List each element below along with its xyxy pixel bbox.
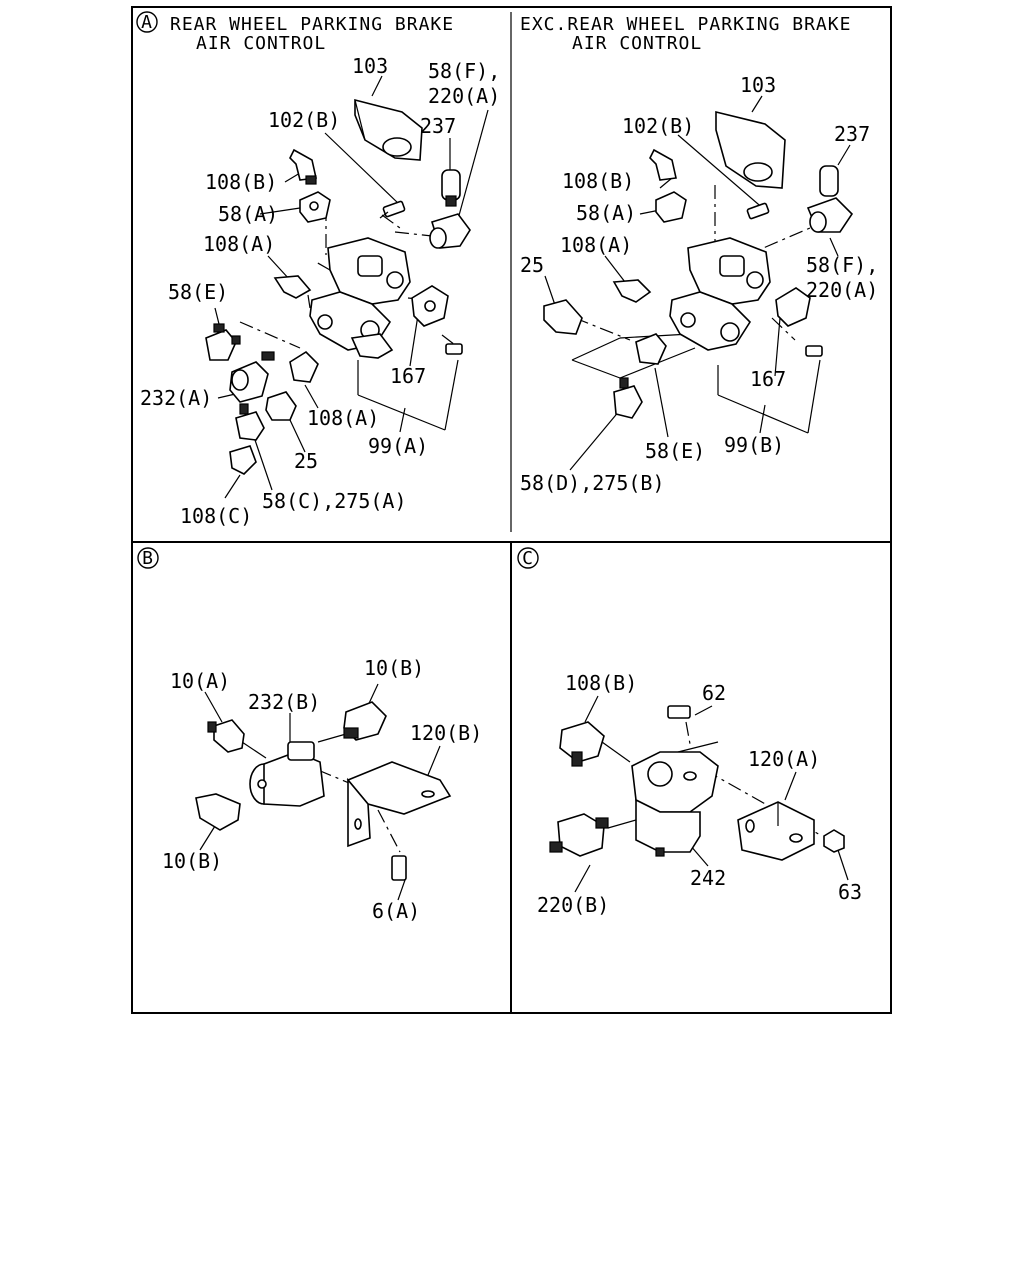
- section-a-part-cover-103: [354, 98, 423, 161]
- label-108a: 108(A): [203, 232, 275, 256]
- label-25: 25: [294, 449, 318, 473]
- section-a-exc-part-108b: [649, 148, 677, 181]
- section-a-part-99a-bolt: [445, 343, 463, 355]
- section-a-exc-part-102b-bolt: [746, 202, 770, 220]
- section-a-part-102b-bolt: [379, 200, 406, 219]
- section-a-exc-part-237: [819, 165, 839, 197]
- section-a-title-line2: AIR CONTROL: [196, 33, 326, 54]
- exc-label-99b: 99(B): [724, 433, 784, 457]
- section-a-exc: EXC.REAR WHEEL PARKING BRAKE AIR CONTROL: [520, 14, 878, 495]
- exc-label-58e: 58(E): [645, 439, 705, 463]
- c-label-63: 63: [838, 880, 862, 904]
- section-b-part-10b-top: [343, 701, 387, 741]
- section-a-part-108c: [229, 445, 257, 475]
- label-58a: 58(A): [218, 202, 278, 226]
- label-58f: 58(F),: [428, 59, 500, 83]
- section-a-title-line1: REAR WHEEL PARKING BRAKE: [170, 14, 454, 35]
- section-a-part-valve-body: [309, 237, 411, 359]
- b-label-232b: 232(B): [248, 690, 320, 714]
- exc-label-58a: 58(A): [576, 201, 636, 225]
- label-58e: 58(E): [168, 280, 228, 304]
- section-c-badge: C: [522, 548, 534, 569]
- section-a-exc-part-167-bracket: [775, 287, 811, 327]
- b-label-10b: 10(B): [162, 849, 222, 873]
- section-a-part-108b: [289, 148, 317, 185]
- section-c-part-62-bolt: [667, 705, 691, 719]
- label-232a: 232(A): [140, 386, 212, 410]
- section-a-exc-title-line2: AIR CONTROL: [572, 33, 702, 54]
- section-b-badge-circle: [137, 547, 159, 569]
- b-label-6a: 6(A): [372, 899, 420, 923]
- exc-label-167: 167: [750, 367, 786, 391]
- section-a-badge-circle: [136, 11, 158, 33]
- section-b-badge: B: [142, 548, 154, 569]
- section-a-part-232a: [229, 351, 275, 403]
- section-b-part-6a-bolt: [391, 855, 407, 881]
- section-a-exc-part-58a: [655, 191, 687, 223]
- section-a-part-108a-lower: [289, 350, 319, 383]
- label-99a: 99(A): [368, 434, 428, 458]
- section-a-exc-part-99b-bolt: [805, 345, 823, 357]
- exc-label-25: 25: [520, 253, 544, 277]
- section-a-exc-part-108a: [612, 279, 652, 303]
- section-a-part-58a: [299, 191, 331, 223]
- section-a: A REAR WHEEL PARKING BRAKE AIR CONTROL: [136, 11, 500, 528]
- c-label-242: 242: [690, 866, 726, 890]
- section-b-part-10b-elbow: [195, 793, 241, 831]
- section-a-part-25: [265, 391, 297, 421]
- label-220a: 220(A): [428, 84, 500, 108]
- exc-label-102b: 102(B): [622, 114, 694, 138]
- exc-label-108a: 108(A): [560, 233, 632, 257]
- label-58c-275a: 58(C),275(A): [262, 489, 407, 513]
- section-a-badge: A: [141, 12, 153, 33]
- section-a-exc-part-cover-103: [715, 110, 786, 189]
- section-c-part-242-valve: [631, 751, 719, 857]
- section-a-exc-title-line1: EXC.REAR WHEEL PARKING BRAKE: [520, 14, 851, 35]
- label-167: 167: [390, 364, 426, 388]
- section-a-part-237: [441, 169, 461, 207]
- exc-label-58f: 58(F),: [806, 253, 878, 277]
- section-a-exc-part-valve-body: [669, 237, 771, 351]
- exc-label-103: 103: [740, 73, 776, 97]
- label-108c: 108(C): [180, 504, 252, 528]
- b-label-120b: 120(B): [410, 721, 482, 745]
- label-103: 103: [352, 54, 388, 78]
- section-a-part-167-bracket: [411, 285, 449, 327]
- c-label-220b: 220(B): [537, 893, 609, 917]
- label-108b: 108(B): [205, 170, 277, 194]
- section-a-exc-part-58d: [613, 377, 643, 419]
- label-102b: 102(B): [268, 108, 340, 132]
- section-b-part-232b: [249, 741, 325, 807]
- section-c-badge-circle: [517, 547, 539, 569]
- label-108a-lower: 108(A): [307, 406, 379, 430]
- c-label-120a: 120(A): [748, 747, 820, 771]
- section-c-part-120a-bracket: [737, 801, 815, 861]
- section-b: B: [137, 547, 482, 923]
- section-a-exc-part-220a: [806, 197, 854, 233]
- section-a-part-58e: [205, 323, 241, 361]
- section-a-part-58c: [235, 403, 265, 441]
- section-b-part-120b-bracket: [346, 761, 452, 848]
- c-label-62: 62: [702, 681, 726, 705]
- section-c-part-63-nut: [823, 829, 845, 853]
- c-label-108b: 108(B): [565, 671, 637, 695]
- section-c-part-108b: [559, 721, 605, 767]
- section-a-part-108a-elbow: [273, 275, 312, 299]
- b-label-10b-top: 10(B): [364, 656, 424, 680]
- section-c: C: [517, 547, 862, 917]
- label-237: 237: [420, 114, 456, 138]
- b-label-10a: 10(A): [170, 669, 230, 693]
- exc-label-220a: 220(A): [806, 278, 878, 302]
- section-b-part-10a: [207, 719, 245, 753]
- exc-label-237: 237: [834, 122, 870, 146]
- section-a-part-220a: [429, 213, 471, 249]
- section-a-exc-part-25: [543, 299, 583, 335]
- section-c-part-220b: [549, 813, 609, 857]
- exc-label-108b: 108(B): [562, 169, 634, 193]
- exc-label-58d-275b: 58(D),275(B): [520, 471, 665, 495]
- section-a-exc-part-58e: [635, 333, 667, 365]
